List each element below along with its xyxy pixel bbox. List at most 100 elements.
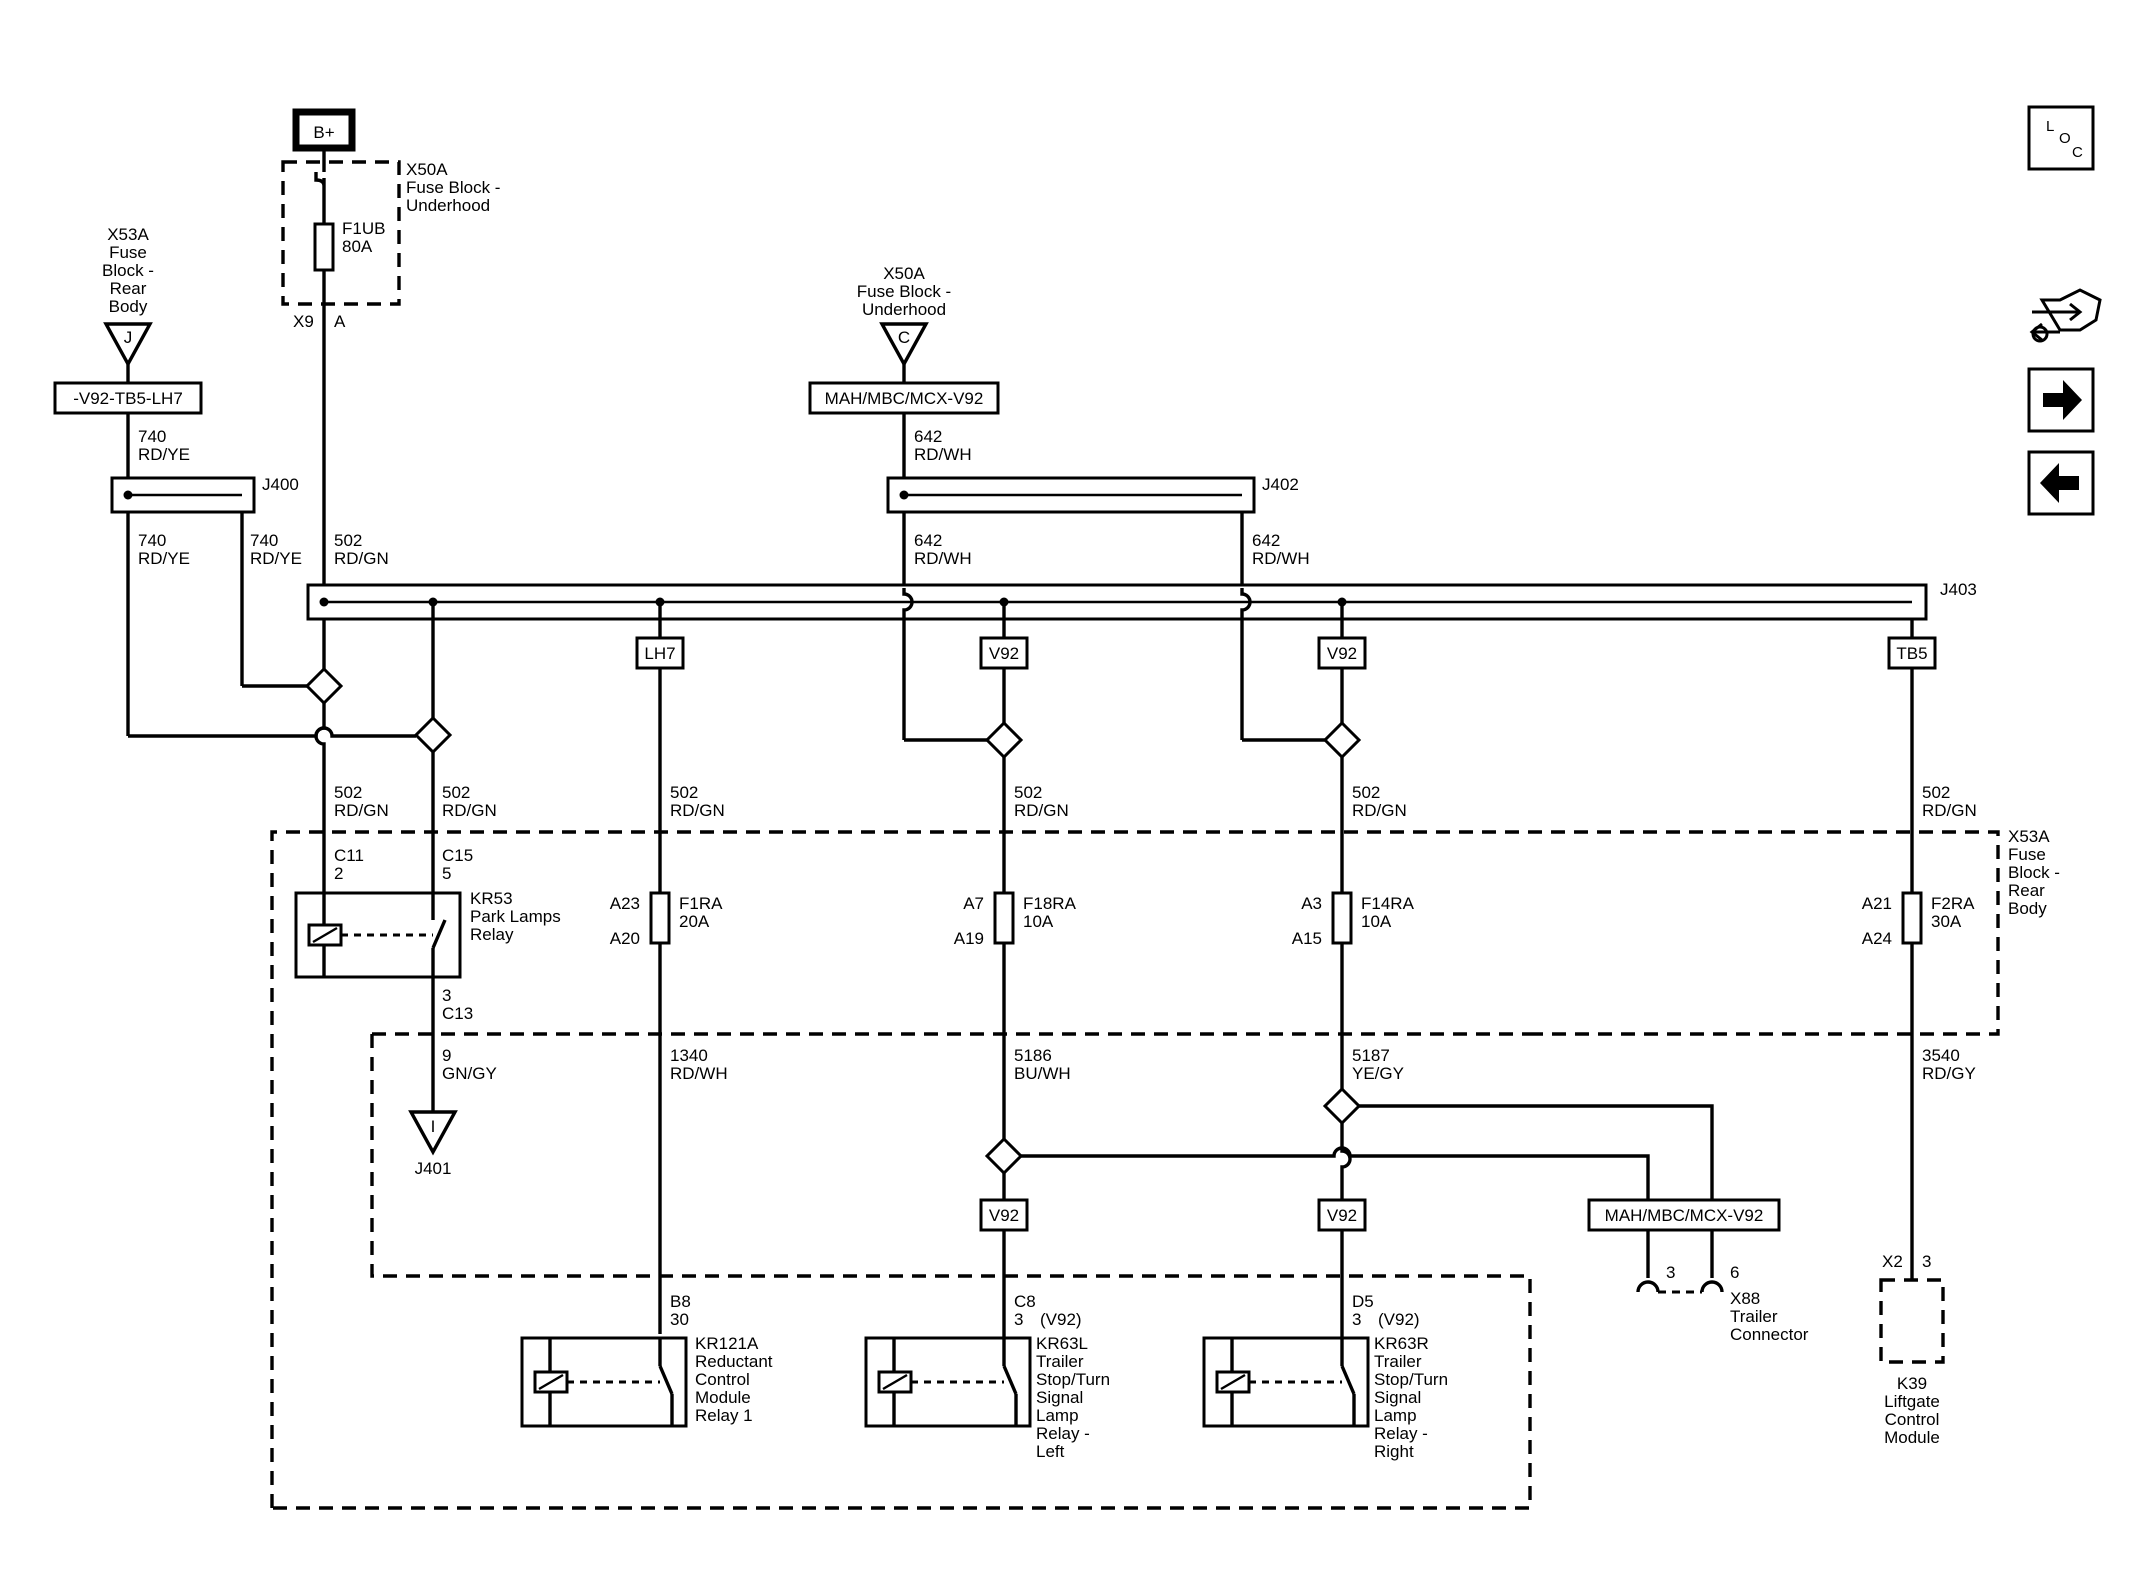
trailer-connector-name-2: Trailer xyxy=(1730,1307,1778,1326)
fuse-block-underhood-id: X50A xyxy=(406,160,448,179)
terminal-c-triangle xyxy=(879,322,929,368)
wire-502-c3-color: RD/GN xyxy=(670,801,725,820)
trailer-connector-pin-6-icon xyxy=(1700,1280,1724,1293)
fuse-block-rear-j-name-2: Fuse xyxy=(109,243,147,262)
fuse-block-rear-name-1: X53A xyxy=(2008,827,2050,846)
fuse-block-rear-name-2: Fuse xyxy=(2008,845,2046,864)
connector-x9-pin: A xyxy=(334,312,346,331)
relay-kr53-switch-icon xyxy=(431,919,447,949)
kr63r-pin: 3 xyxy=(1352,1310,1361,1329)
wire-642-a-color: RD/WH xyxy=(914,549,972,568)
terminal-c-label: C xyxy=(898,328,910,347)
wire-502-c2-color: RD/GN xyxy=(442,801,497,820)
splice-j402-label: J402 xyxy=(1262,475,1299,494)
wire-3540-num: 3540 xyxy=(1922,1046,1960,1065)
kr121a-pin: 30 xyxy=(670,1310,689,1329)
wire-740-b-color: RD/YE xyxy=(250,549,302,568)
kr63r-name-2: Trailer xyxy=(1374,1352,1422,1371)
fuse-f1ra-pin-top: A23 xyxy=(610,894,640,913)
wire-502-c4-num: 502 xyxy=(1014,783,1042,802)
next-page-button[interactable] xyxy=(2027,367,2095,433)
fuse-block-rear-lower-outline xyxy=(272,1034,1532,1510)
wire-642-b-crossing xyxy=(1240,588,1252,740)
terminal-j-label: J xyxy=(124,328,133,347)
kr63l-name-5: Lamp xyxy=(1036,1406,1079,1425)
wire-9-num: 9 xyxy=(442,1046,451,1065)
fuse-block-rear-name-4: Rear xyxy=(2008,881,2045,900)
previous-page-button[interactable] xyxy=(2027,450,2095,516)
kr121a-conn: B8 xyxy=(670,1292,691,1311)
wire-642-a-num: 642 xyxy=(914,531,942,550)
component-locator-button[interactable]: L O C xyxy=(2027,105,2095,171)
fuse-f14ra-pin-top: A3 xyxy=(1301,894,1322,913)
kr63r-name-3: Stop/Turn xyxy=(1374,1370,1448,1389)
kr53-sw-conn: C15 xyxy=(442,846,473,865)
fuse-block-rear-j-name-3: Block - xyxy=(102,261,154,280)
wire-502-c1-num: 502 xyxy=(334,783,362,802)
wire-3540-color: RD/GY xyxy=(1922,1064,1976,1083)
fuse-block-underhood-outline xyxy=(281,160,401,306)
fuse-block-underhood-c-name-2: Underhood xyxy=(862,300,946,319)
option-label-tb5: TB5 xyxy=(1896,644,1927,663)
fuse-block-rear-name-5: Body xyxy=(2008,899,2047,918)
fuse-f1ra-id: F1RA xyxy=(679,894,723,913)
wire-502-c1 xyxy=(314,703,326,893)
kr53-sw-pin: 5 xyxy=(442,864,451,883)
kr63r-name-5: Lamp xyxy=(1374,1406,1417,1425)
wire-740-a-jumper xyxy=(128,726,416,738)
wire-642-top-num: 642 xyxy=(914,427,942,446)
wire-642-a-crossing xyxy=(902,588,914,740)
kr63l-name-6: Relay - xyxy=(1036,1424,1090,1443)
wire-740-b-num: 740 xyxy=(250,531,278,550)
kr121a-name-1: KR121A xyxy=(695,1334,759,1353)
connector-x9: X9 xyxy=(293,312,314,331)
wire-5186-num: 5186 xyxy=(1014,1046,1052,1065)
terminal-j401-label: I xyxy=(431,1117,436,1136)
kr121a-name-4: Module xyxy=(695,1388,751,1407)
kr53-name-2: Park Lamps xyxy=(470,907,561,926)
wire-502-c3-num: 502 xyxy=(670,783,698,802)
kr63r-option: (V92) xyxy=(1378,1310,1420,1329)
battery-label: B+ xyxy=(313,123,334,142)
kr63l-pin: 3 xyxy=(1014,1310,1023,1329)
wire-642-b-color: RD/WH xyxy=(1252,549,1310,568)
fuse-f2ra-symbol xyxy=(1901,891,1923,945)
fuse-block-underhood-c-id: X50A xyxy=(883,264,925,283)
kr121a-name-5: Relay 1 xyxy=(695,1406,753,1425)
fuse-f18ra-rating: 10A xyxy=(1023,912,1054,931)
option-label-v92-b: V92 xyxy=(1327,644,1357,663)
kr53-in-pin: 2 xyxy=(334,864,343,883)
wire-5186-to-trailer xyxy=(1021,1146,1650,1200)
wire-502-c2-num: 502 xyxy=(442,783,470,802)
wire-740-top-color: RD/YE xyxy=(138,445,190,464)
connector-view-icon[interactable] xyxy=(2029,288,2102,343)
fuse-block-underhood-name-2: Underhood xyxy=(406,196,490,215)
wire-502-main-color: RD/GN xyxy=(334,549,389,568)
wire-502-c5-num: 502 xyxy=(1352,783,1380,802)
wire-5187-crossing xyxy=(1340,1123,1352,1206)
kr121a-name-2: Reductant xyxy=(695,1352,773,1371)
trailer-connector-pin-3-icon xyxy=(1636,1280,1660,1293)
relay-kr63r-switch-icon xyxy=(1340,1365,1356,1395)
option-label-v92-d: V92 xyxy=(1327,1206,1357,1225)
wire-740-a-color: RD/YE xyxy=(138,549,190,568)
wire-5186-color: BU/WH xyxy=(1014,1064,1071,1083)
fuse-f14ra-rating: 10A xyxy=(1361,912,1392,931)
fuse-block-rear-name-3: Block - xyxy=(2008,863,2060,882)
option-label-v92-a: V92 xyxy=(989,644,1019,663)
fuse-f18ra-pin-top: A7 xyxy=(963,894,984,913)
fuse-f2ra-id: F2RA xyxy=(1931,894,1975,913)
wire-1340-num: 1340 xyxy=(670,1046,708,1065)
fuse-block-rear-j-name-5: Body xyxy=(109,297,148,316)
wire-502-c4-color: RD/GN xyxy=(1014,801,1069,820)
fuse-f18ra-symbol xyxy=(993,891,1015,945)
terminal-j401-triangle xyxy=(408,1110,458,1156)
kr63r-name-1: KR63R xyxy=(1374,1334,1429,1353)
fuse-f14ra-id: F14RA xyxy=(1361,894,1415,913)
wire-502-c5-color: RD/GN xyxy=(1352,801,1407,820)
kr63r-name-7: Right xyxy=(1374,1442,1414,1461)
fuse-f1ub-symbol xyxy=(313,222,335,272)
splice-diamond-4 xyxy=(1322,720,1362,760)
option-label-v92-c: V92 xyxy=(989,1206,1019,1225)
kr53-out-conn: C13 xyxy=(442,1004,473,1023)
